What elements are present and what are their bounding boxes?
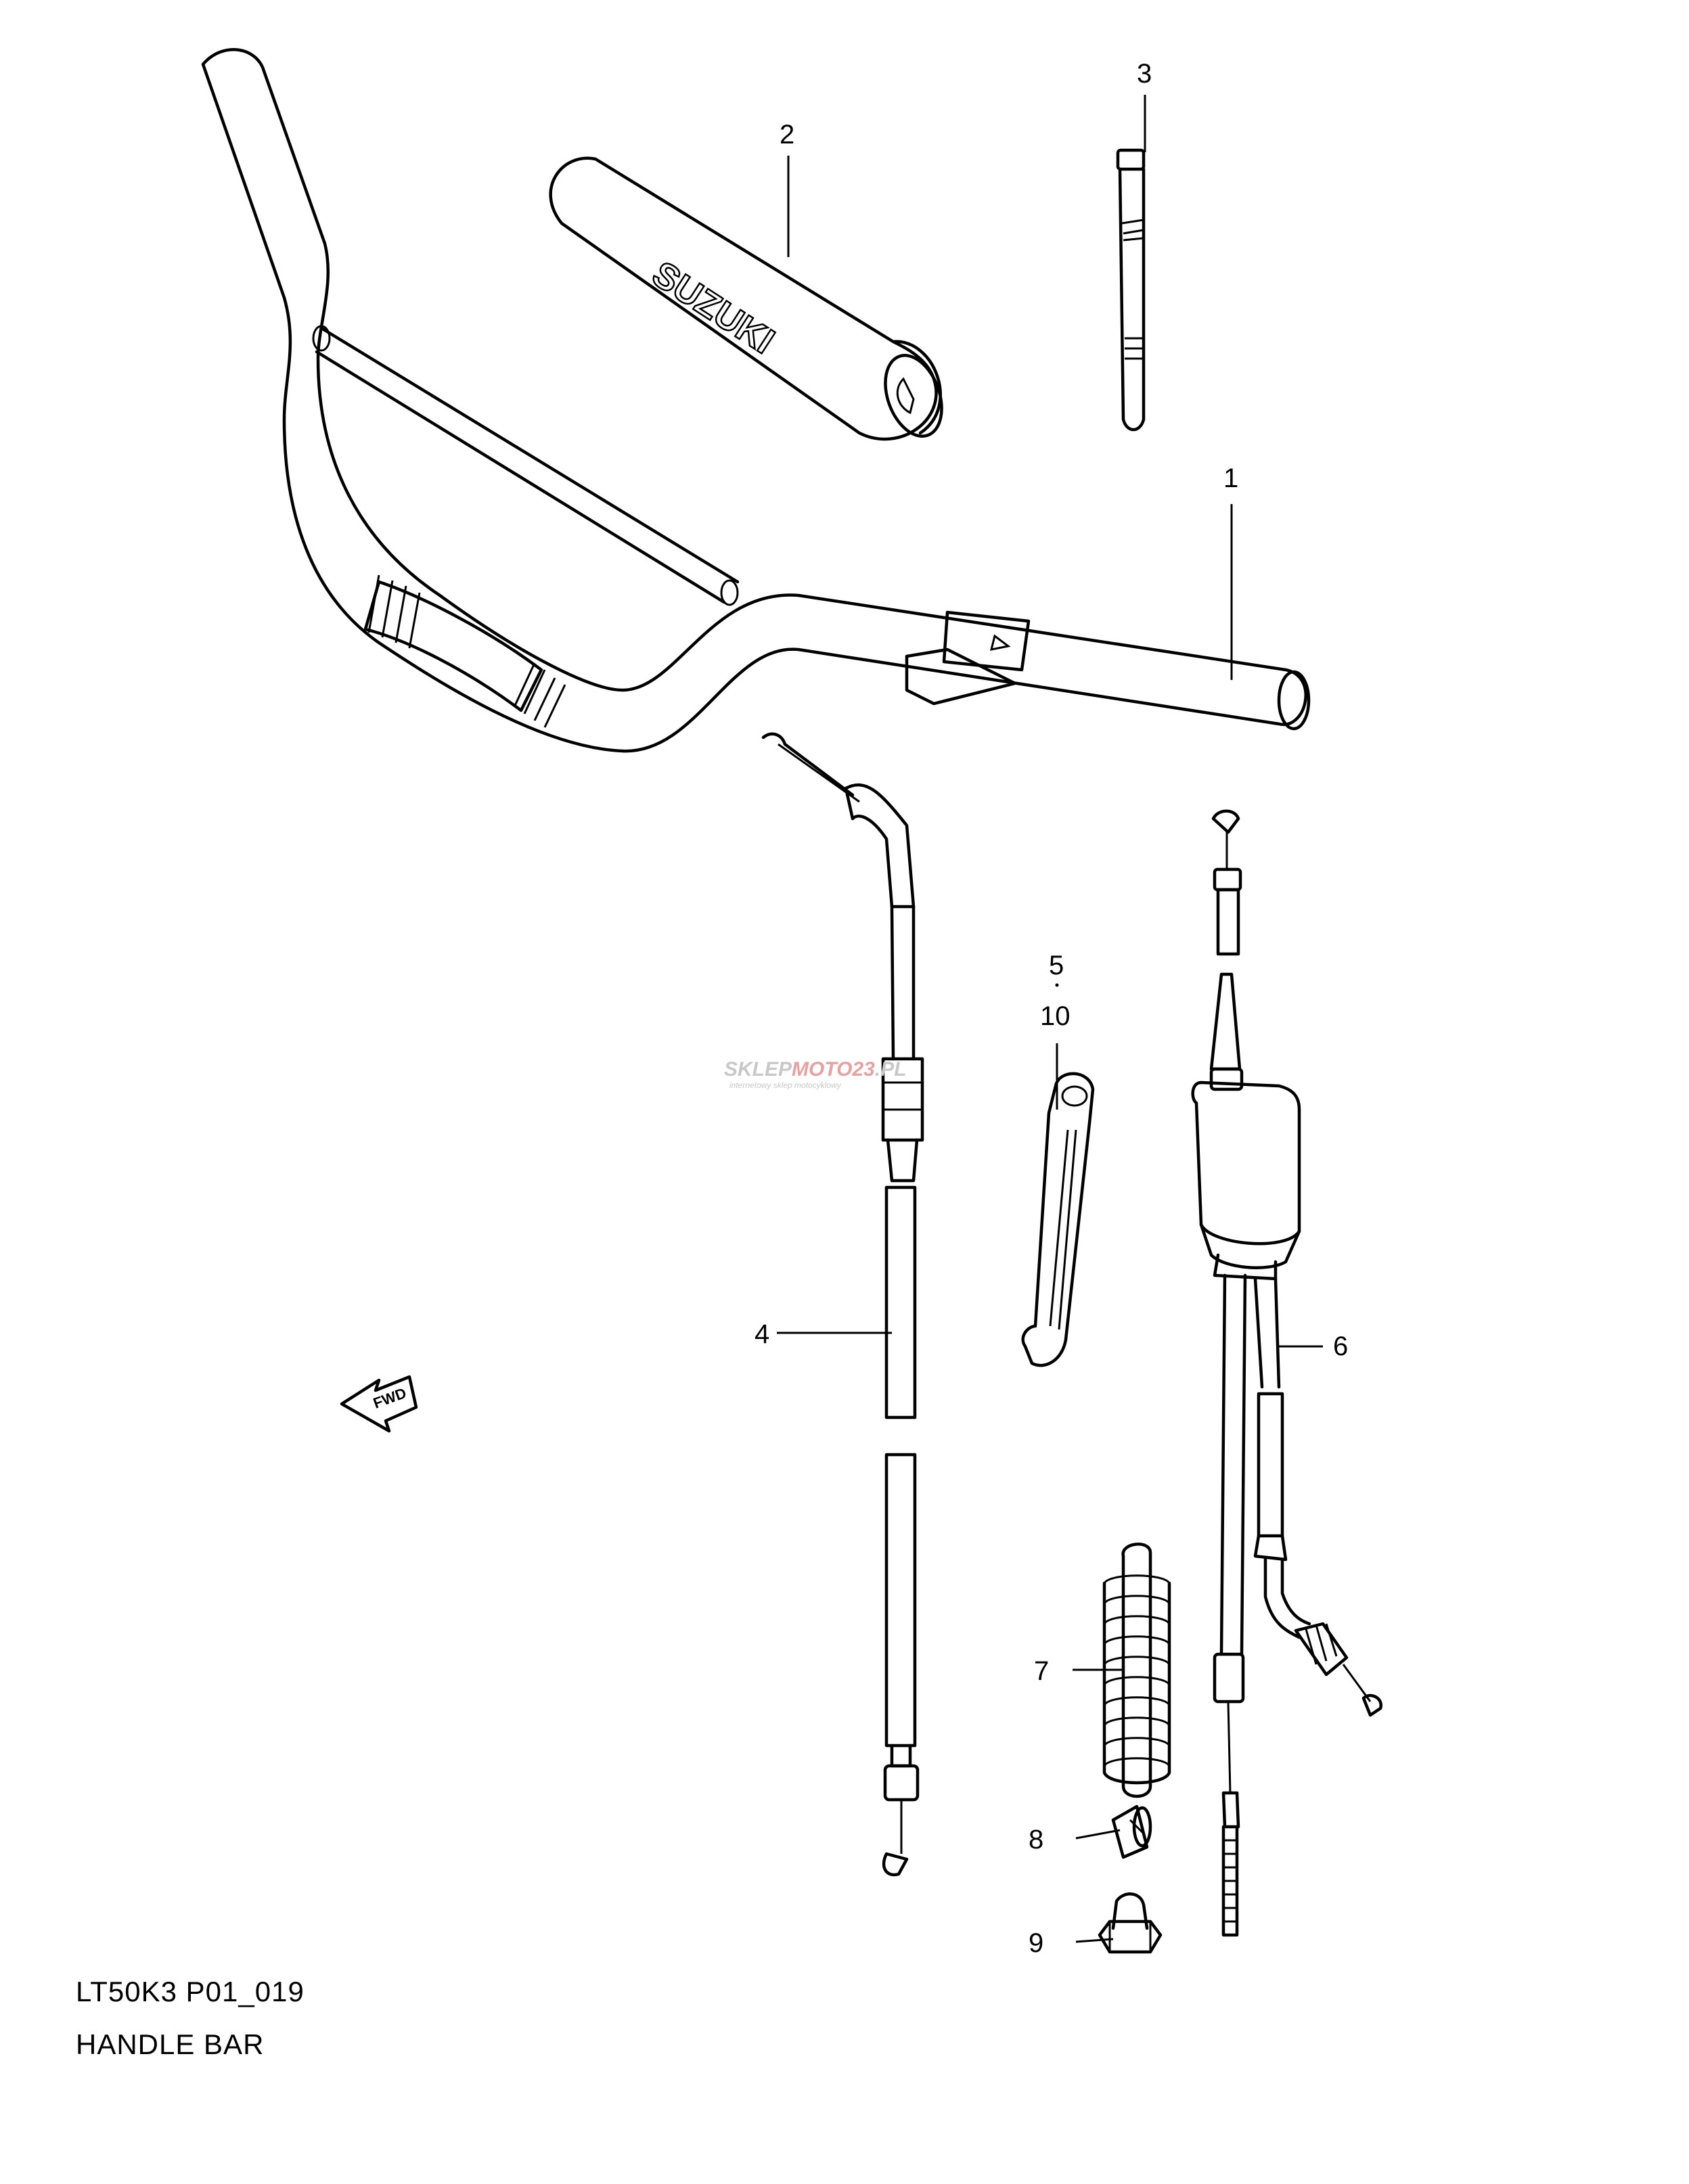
callouts: 1 2 3 4 5 10 6 7 8 9 xyxy=(755,59,1348,1958)
adjuster-nut[interactable] xyxy=(1111,1804,1152,1859)
svg-text:internetowy sklep motocyklowy: internetowy sklep motocyklowy xyxy=(729,1080,842,1090)
callout-7: 7 xyxy=(1034,1656,1049,1686)
leader-lines xyxy=(777,95,1323,1943)
adjuster-bolt[interactable] xyxy=(1098,1892,1163,1954)
callout-4: 4 xyxy=(755,1319,769,1349)
callout-6: 6 xyxy=(1333,1332,1348,1361)
throttle-cable[interactable] xyxy=(761,732,924,1877)
brake-cable[interactable] xyxy=(1191,809,1382,1937)
callout-3: 3 xyxy=(1137,59,1152,89)
rubber-boot[interactable] xyxy=(1102,1543,1171,1798)
callout-1: 1 xyxy=(1223,463,1238,493)
watermark: SKLEPMOTO23.PL internetowy sklep motocyk… xyxy=(724,1058,907,1090)
callout-10: 10 xyxy=(1040,1001,1071,1031)
fwd-arrow-icon: FWD xyxy=(340,1375,418,1433)
callout-5: 5 xyxy=(1049,951,1064,980)
callout-2: 2 xyxy=(780,120,794,150)
cable-tie[interactable] xyxy=(1116,148,1146,432)
diagram-title: HANDLE BAR xyxy=(76,2028,265,2060)
bar-pad[interactable]: SUZUKI xyxy=(549,156,952,444)
callout-9: 9 xyxy=(1029,1928,1043,1958)
svg-text:SKLEPMOTO23.PL: SKLEPMOTO23.PL xyxy=(724,1058,907,1080)
callout-8: 8 xyxy=(1029,1825,1043,1855)
cable-guide[interactable] xyxy=(1021,1072,1095,1367)
suzuki-logo: SUZUKI xyxy=(645,254,781,362)
diagram-code: LT50K3 P01_019 xyxy=(76,1976,305,2007)
handle-bar[interactable] xyxy=(201,47,1311,753)
